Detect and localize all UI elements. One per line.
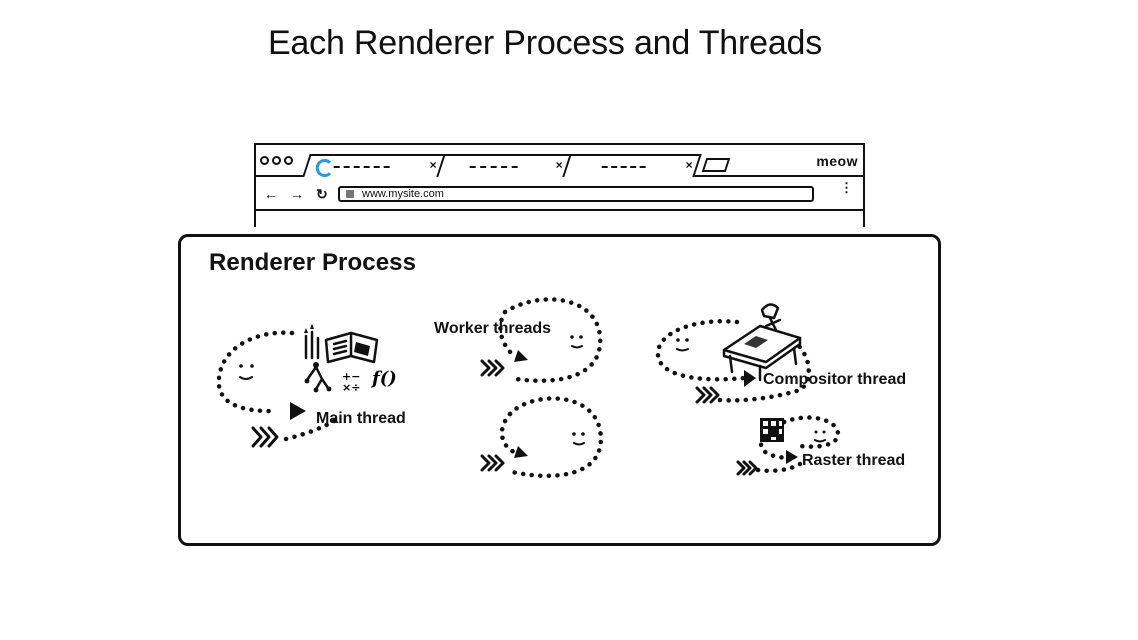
renderer-process-title: Renderer Process	[209, 249, 417, 276]
worker-thread-1-arrowhead-icon	[514, 350, 528, 362]
worker-thread-1-inner-tail	[498, 309, 517, 359]
raster-thread-arrowhead-icon	[786, 450, 798, 464]
window-controls	[260, 156, 293, 165]
tree-diagram-icon	[304, 362, 332, 393]
main-thread-tail	[283, 417, 339, 442]
tab-bar: × × × meow	[256, 145, 863, 177]
function-symbol-icon: f()	[370, 368, 397, 389]
browser-toolbar: ← → ↻ www.mysite.com ⋮	[256, 177, 863, 211]
worker-thread-1-face-icon	[570, 335, 583, 349]
worker-thread-2-chevrons-icon	[480, 454, 505, 472]
worker-thread-2-loop	[507, 396, 604, 479]
window-close-dot[interactable]	[260, 156, 269, 165]
forward-button[interactable]: →	[290, 186, 304, 202]
main-thread-label: Main thread	[316, 410, 406, 427]
window-minimize-dot[interactable]	[272, 156, 281, 165]
raster-thread-label: Raster thread	[802, 452, 905, 469]
lock-icon	[346, 190, 354, 198]
main-thread-loop	[216, 330, 295, 414]
main-thread-chevrons-icon	[251, 426, 279, 448]
reload-button[interactable]: ↻	[316, 186, 328, 202]
main-thread-arrowhead-icon	[290, 402, 306, 420]
raster-thread-chevrons-icon	[736, 460, 758, 476]
browser-window: × × × meow ← → ↻ www.mysite.com ⋮	[254, 143, 865, 227]
slide-title: Each Renderer Process and Threads	[267, 24, 823, 62]
math-symbols-icon-2: ×÷	[342, 381, 360, 394]
compositor-thread-loop	[655, 319, 747, 382]
main-thread-face-icon	[239, 364, 254, 380]
compositor-thread-face-icon	[676, 338, 689, 352]
back-button[interactable]: ←	[264, 186, 278, 202]
worker-thread-2-inner-tail	[499, 411, 517, 455]
browser-brand: meow	[816, 153, 858, 169]
worker-thread-1-loop	[502, 297, 603, 383]
window-maximize-dot[interactable]	[284, 156, 293, 165]
raster-grid-icon	[760, 418, 784, 442]
worker-threads-label: Worker threads	[434, 320, 551, 337]
raster-thread-group: Raster thread	[736, 415, 905, 476]
worker-thread-2-group	[480, 396, 604, 479]
compositor-thread-chevrons-icon	[695, 386, 720, 404]
worker-thread-2-arrowhead-icon	[514, 446, 528, 458]
drafting-desk-icon	[722, 303, 802, 382]
math-symbols-icon: +−	[342, 370, 360, 383]
worker-thread-1-chevrons-icon	[480, 359, 505, 377]
open-book-icon	[324, 331, 379, 364]
worker-thread-1-group: Worker threads	[434, 297, 603, 383]
compositor-thread-label: Compositor thread	[763, 371, 906, 388]
raster-thread-tail	[755, 461, 803, 473]
url-text: www.mysite.com	[362, 188, 444, 200]
renderer-process-box: Renderer Process	[178, 234, 941, 546]
pencils-icon	[304, 324, 320, 360]
address-bar[interactable]: www.mysite.com	[338, 186, 814, 202]
compositor-thread-arrowhead-icon	[744, 370, 756, 387]
menu-button[interactable]: ⋮	[840, 180, 853, 195]
compositor-thread-group: Compositor thread	[655, 303, 906, 404]
raster-thread-face-icon	[814, 430, 826, 443]
raster-thread-loop	[781, 415, 841, 449]
worker-thread-2-face-icon	[572, 432, 585, 446]
main-thread-group: +− ×÷ f() Main thread	[216, 324, 406, 448]
compositor-thread-tail	[717, 342, 811, 403]
